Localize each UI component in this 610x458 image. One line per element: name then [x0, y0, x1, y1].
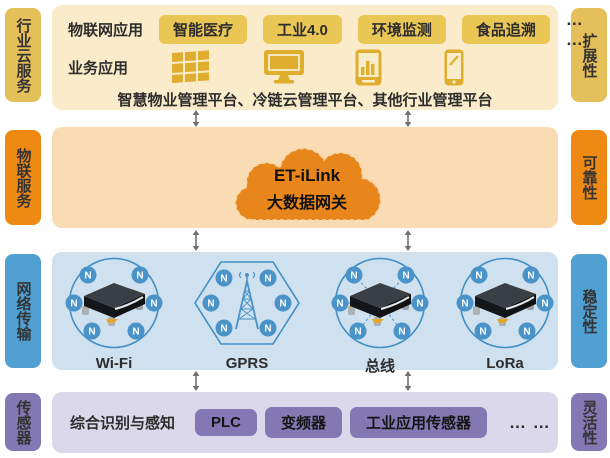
left-label-sensor: 传感器	[5, 393, 41, 451]
n-node: N	[136, 271, 143, 282]
panel-iot-service: ET-iLink 大数据网关	[52, 127, 558, 228]
device-chip-inverter: 变频器	[265, 407, 343, 438]
n-node: N	[220, 274, 227, 285]
n-node: N	[84, 271, 91, 282]
app-chip-food-trace: 食品追溯	[461, 15, 550, 44]
n-node: N	[350, 271, 357, 282]
cloud-subtitle: 大数据网关	[266, 194, 347, 212]
app-chip-smart-medical: 智能医疗	[159, 15, 248, 44]
monitor-icon	[264, 50, 304, 84]
network-group-wifi: N N N N N N Wi-Fi	[59, 256, 169, 372]
network-label-bus: 总线	[364, 358, 395, 375]
network-group-lora: N N N N N N LoRa	[450, 256, 560, 372]
cloud-shape	[234, 147, 382, 221]
n-node: N	[416, 299, 423, 310]
bus-cluster: N N N N N N	[331, 257, 429, 349]
network-group-gprs: N N N N N N GPRS	[192, 256, 302, 372]
left-label-iot-service: 物联服务	[5, 130, 41, 225]
more-apps-ellipsis: … …	[565, 9, 584, 49]
app-chip-env-monitoring: 环境监测	[357, 15, 446, 44]
iot-apps-row-label: 物联网应用	[68, 22, 144, 39]
gateway-device-icon	[346, 281, 413, 328]
gprs-cluster: N N N N N N	[194, 261, 300, 345]
tablet-chart-icon	[355, 49, 382, 86]
n-node: N	[279, 299, 286, 310]
smartphone-icon	[444, 49, 464, 86]
gateway-device-icon	[471, 281, 538, 328]
n-node: N	[527, 271, 534, 282]
sensing-row-label: 综合识别与感知	[70, 415, 176, 432]
device-chip-industrial-sensor: 工业应用传感器	[350, 407, 488, 438]
left-label-network: 网络传输	[5, 254, 41, 368]
panel-sensor: 综合识别与感知 PLC 变频器 工业应用传感器 … …	[52, 392, 558, 453]
n-node: N	[207, 299, 214, 310]
wifi-cluster: N N N N N N	[65, 257, 163, 349]
network-label-lora: LoRa	[486, 355, 524, 372]
n-node: N	[150, 299, 157, 310]
n-node: N	[479, 327, 486, 338]
right-label-extensibility: 扩展性	[571, 8, 607, 102]
device-chip-plc: PLC	[195, 409, 258, 436]
updown-arrow-icon	[192, 110, 200, 127]
n-node: N	[88, 327, 95, 338]
left-label-industry-cloud: 行业云服务	[5, 8, 41, 102]
n-node: N	[354, 327, 361, 338]
n-node: N	[132, 327, 139, 338]
n-node: N	[461, 299, 468, 310]
right-label-flexibility: 灵活性	[571, 393, 607, 451]
updown-arrow-icon	[404, 371, 412, 391]
n-node: N	[220, 324, 227, 335]
panel-network: N N N N N N Wi-Fi N N N N N	[52, 252, 560, 375]
network-label-gprs: GPRS	[225, 355, 269, 372]
n-node: N	[264, 324, 271, 335]
n-node: N	[398, 327, 405, 338]
right-label-stability: 稳定性	[571, 254, 607, 368]
n-node: N	[264, 274, 271, 285]
app-chip-industry40: 工业4.0	[263, 15, 342, 44]
app-grid-icon	[172, 50, 209, 83]
more-devices-ellipsis: … …	[509, 412, 551, 432]
gateway-cloud: ET-iLink 大数据网关	[232, 140, 382, 226]
n-node: N	[475, 271, 482, 282]
network-group-bus: N N N N N N 总线	[325, 256, 435, 376]
n-node: N	[541, 299, 548, 310]
n-node: N	[402, 271, 409, 282]
cloud-title: ET-iLink	[273, 165, 341, 185]
updown-arrow-icon	[192, 371, 200, 391]
network-label-wifi: Wi-Fi	[95, 355, 133, 372]
panel-industry-cloud: 物联网应用 智能医疗 工业4.0 环境监测 食品追溯 … … 业务应用	[52, 5, 583, 110]
cell-tower-icon	[235, 271, 259, 330]
updown-arrow-icon	[404, 230, 412, 251]
gateway-device-icon	[80, 281, 147, 328]
right-label-reliability: 可靠性	[571, 130, 607, 225]
n-node: N	[70, 299, 77, 310]
n-node: N	[523, 327, 530, 338]
n-node: N	[336, 299, 343, 310]
updown-arrow-icon	[192, 230, 200, 251]
platforms-text: 智慧物业管理平台、冷链云管理平台、其他行业管理平台	[117, 92, 493, 109]
business-apps-row-label: 业务应用	[68, 60, 129, 77]
lora-cluster: N N N N N N	[456, 257, 554, 349]
updown-arrow-icon	[404, 110, 412, 127]
